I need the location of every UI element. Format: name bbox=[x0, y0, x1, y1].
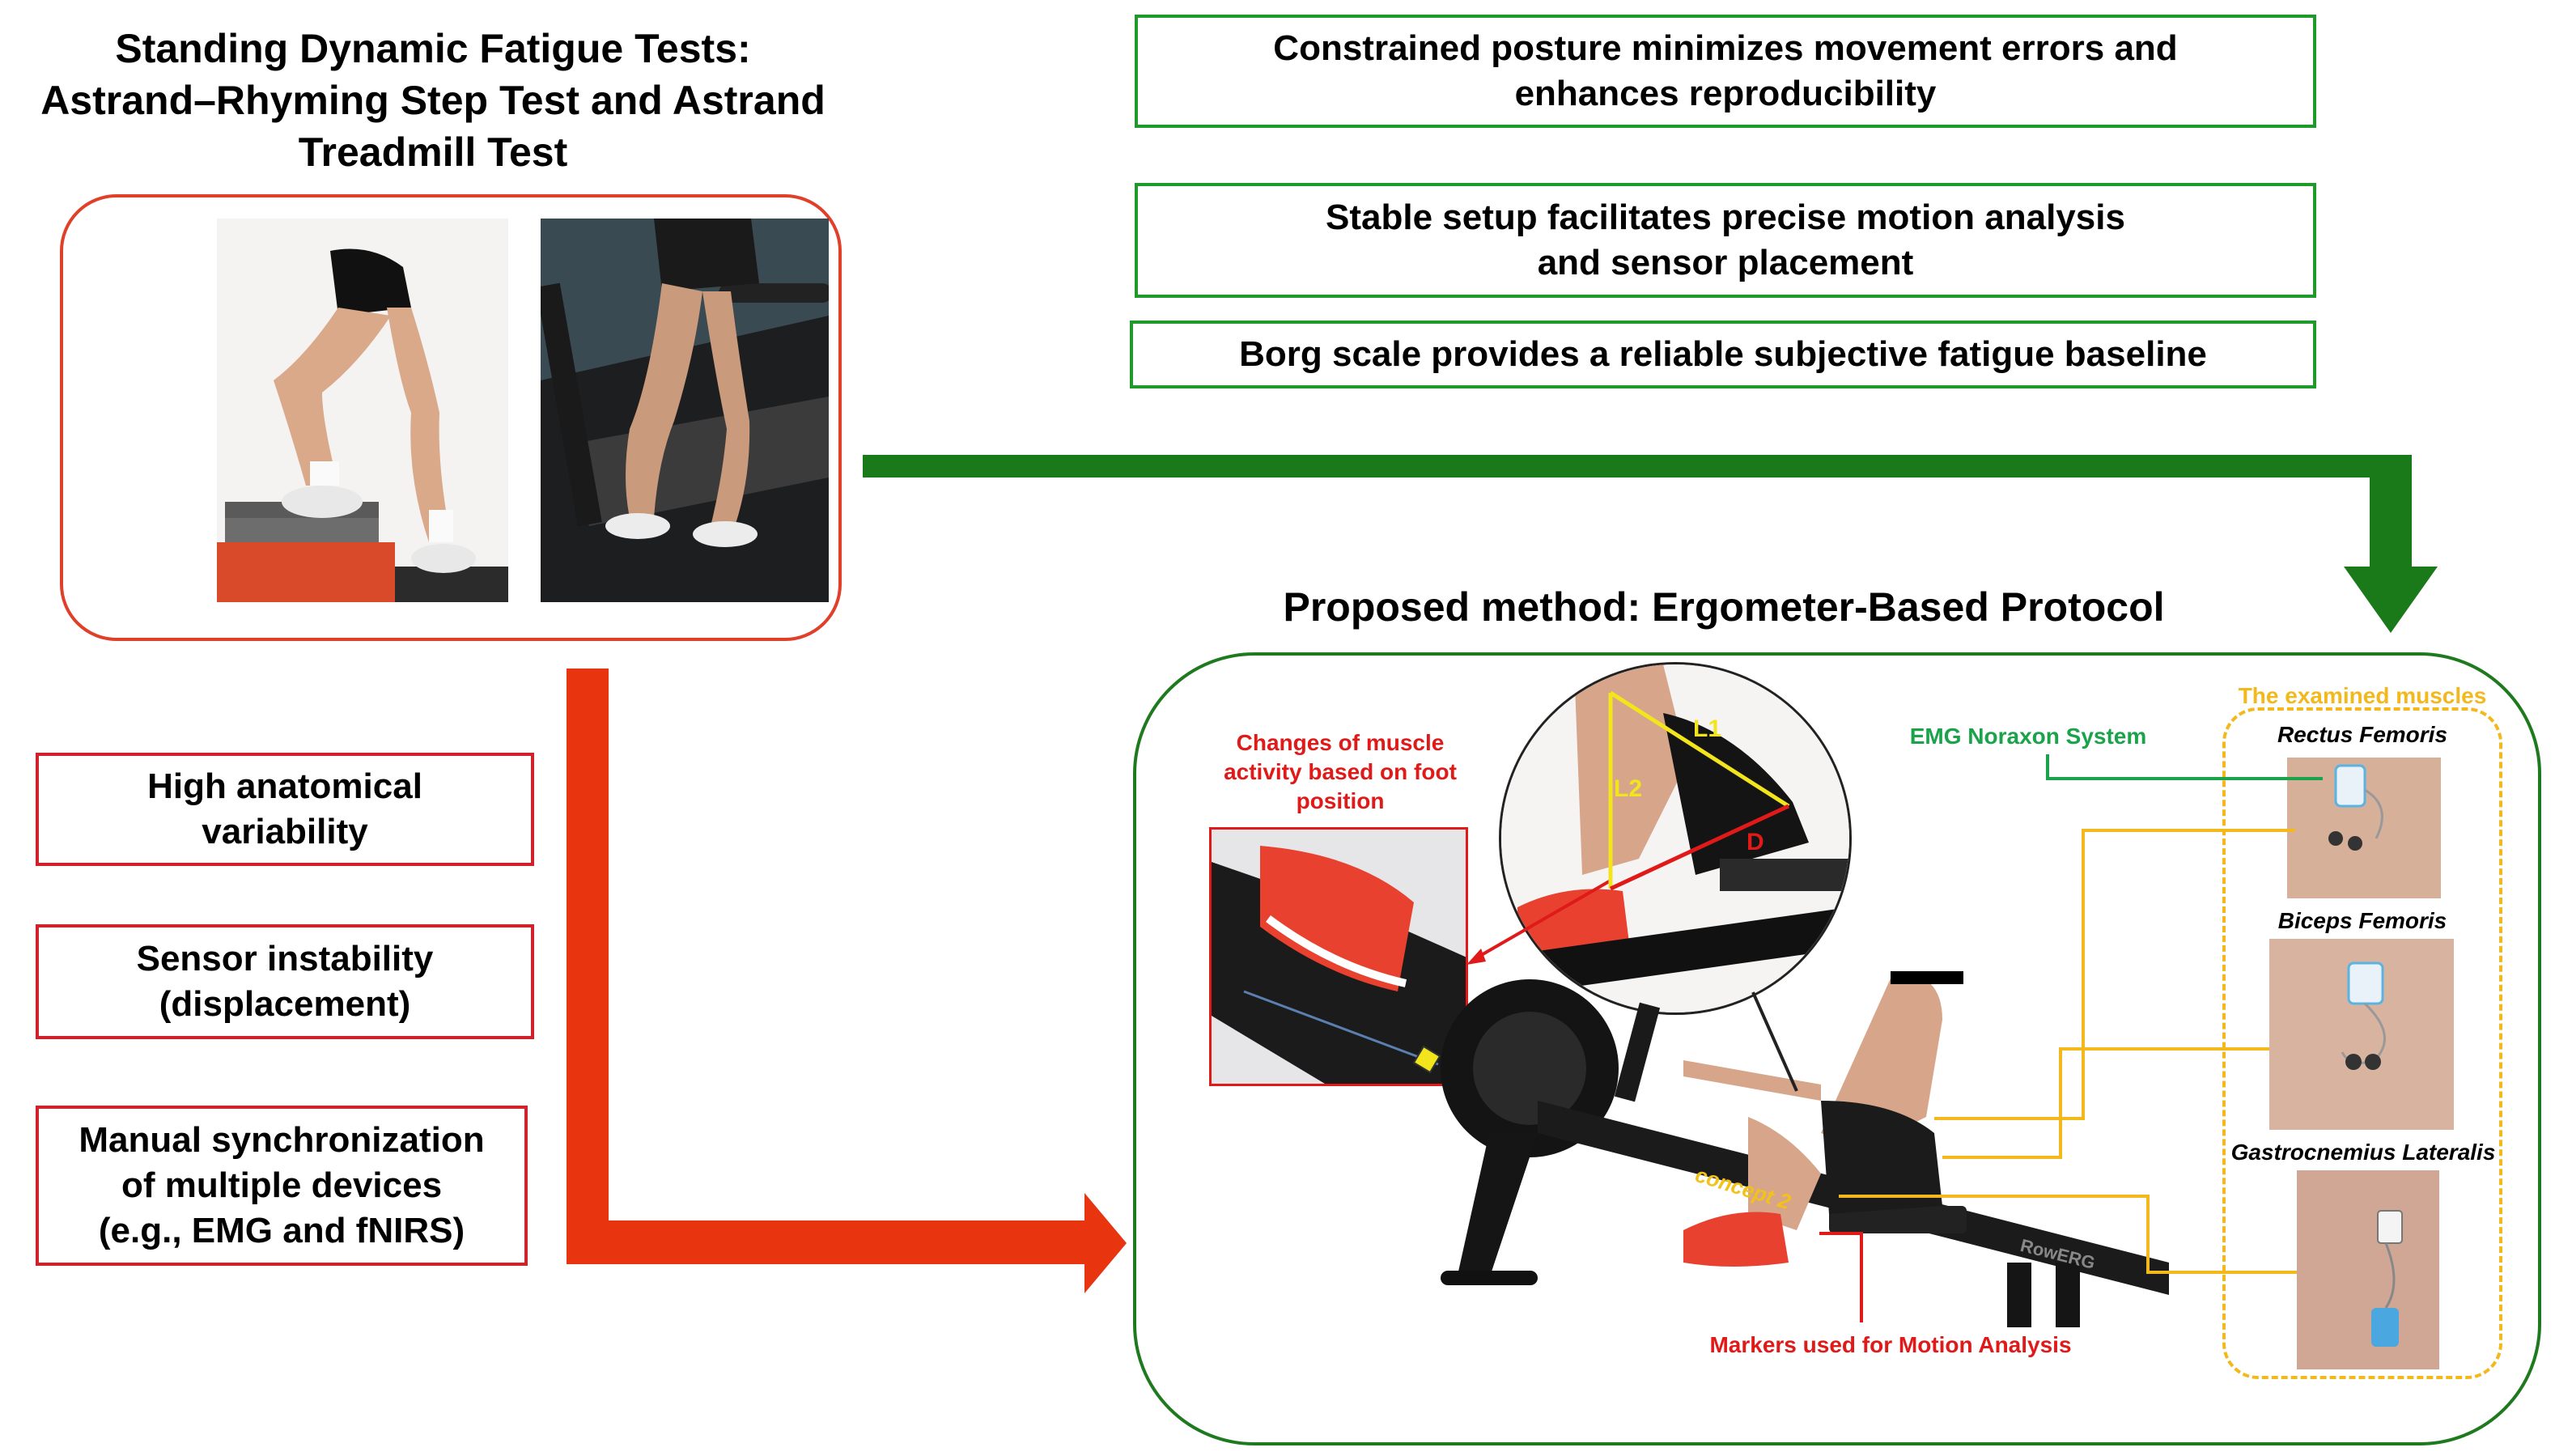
advantage-box-reproducibility: Constrained posture minimizes movement e… bbox=[1135, 15, 2316, 128]
red-arrow bbox=[567, 669, 1127, 1293]
angle-label-l1: L1 bbox=[1693, 715, 1722, 742]
angle-label-l2: L2 bbox=[1614, 775, 1643, 802]
step-test-photo bbox=[217, 219, 508, 602]
foot-callout-line bbox=[1472, 879, 1611, 961]
muscle-name-rectus-femoris: Rectus Femoris bbox=[2277, 722, 2448, 747]
treadmill-test-photo bbox=[541, 219, 829, 602]
green-arrow bbox=[863, 455, 2438, 633]
foot-position-label: Changes of muscle activity based on foot… bbox=[1224, 730, 1457, 813]
markers-label: Markers used for Motion Analysis bbox=[1709, 1332, 2072, 1357]
gastrocnemius-connector-line bbox=[1839, 1195, 2297, 1274]
limitation-box-sensor: Sensor instability (displacement) bbox=[36, 924, 534, 1039]
proposed-method-title: Proposed method: Ergometer-Based Protoco… bbox=[1283, 584, 2165, 630]
standing-tests-title: Standing Dynamic Fatigue Tests: Astrand–… bbox=[40, 26, 825, 175]
muscles-title: The examined muscles bbox=[2238, 683, 2487, 708]
knee-angle-closeup bbox=[1499, 662, 1852, 1015]
gastrocnemius-photo bbox=[2297, 1170, 2439, 1369]
muscle-name-gastrocnemius-lateralis: Gastrocnemius Lateralis bbox=[2230, 1140, 2496, 1165]
biceps-femoris-photo bbox=[2269, 939, 2454, 1130]
foot-position-photo bbox=[1209, 827, 1468, 1086]
rectus-connector-line bbox=[1934, 829, 2295, 1120]
foot-callout-arrowhead bbox=[1466, 949, 1486, 965]
limitation-box-synchronization: Manual synchronization of multiple devic… bbox=[36, 1106, 528, 1266]
angle-label-d: D bbox=[1746, 829, 1764, 855]
advantage-box-borg-scale: Borg scale provides a reliable subjectiv… bbox=[1130, 320, 2316, 388]
advantage-box-motion-analysis: Stable setup facilitates precise motion … bbox=[1135, 183, 2316, 298]
distance-line-d bbox=[1609, 804, 1790, 891]
emg-connector-line bbox=[2046, 754, 2323, 780]
limitation-box-anatomical: High anatomical variability bbox=[36, 753, 534, 866]
markers-connector-line bbox=[1819, 1232, 1863, 1322]
standing-tests-photo-frame bbox=[60, 194, 842, 641]
biceps-connector-line bbox=[1942, 1047, 2269, 1159]
rectus-femoris-photo bbox=[2287, 758, 2441, 898]
muscle-name-biceps-femoris: Biceps Femoris bbox=[2277, 908, 2447, 933]
emg-noraxon-label: EMG Noraxon System bbox=[1909, 724, 2147, 749]
closeup-pointer-line bbox=[1751, 991, 1798, 1092]
angle-line-l1 bbox=[1609, 690, 1790, 809]
muscles-frame bbox=[2222, 707, 2502, 1379]
